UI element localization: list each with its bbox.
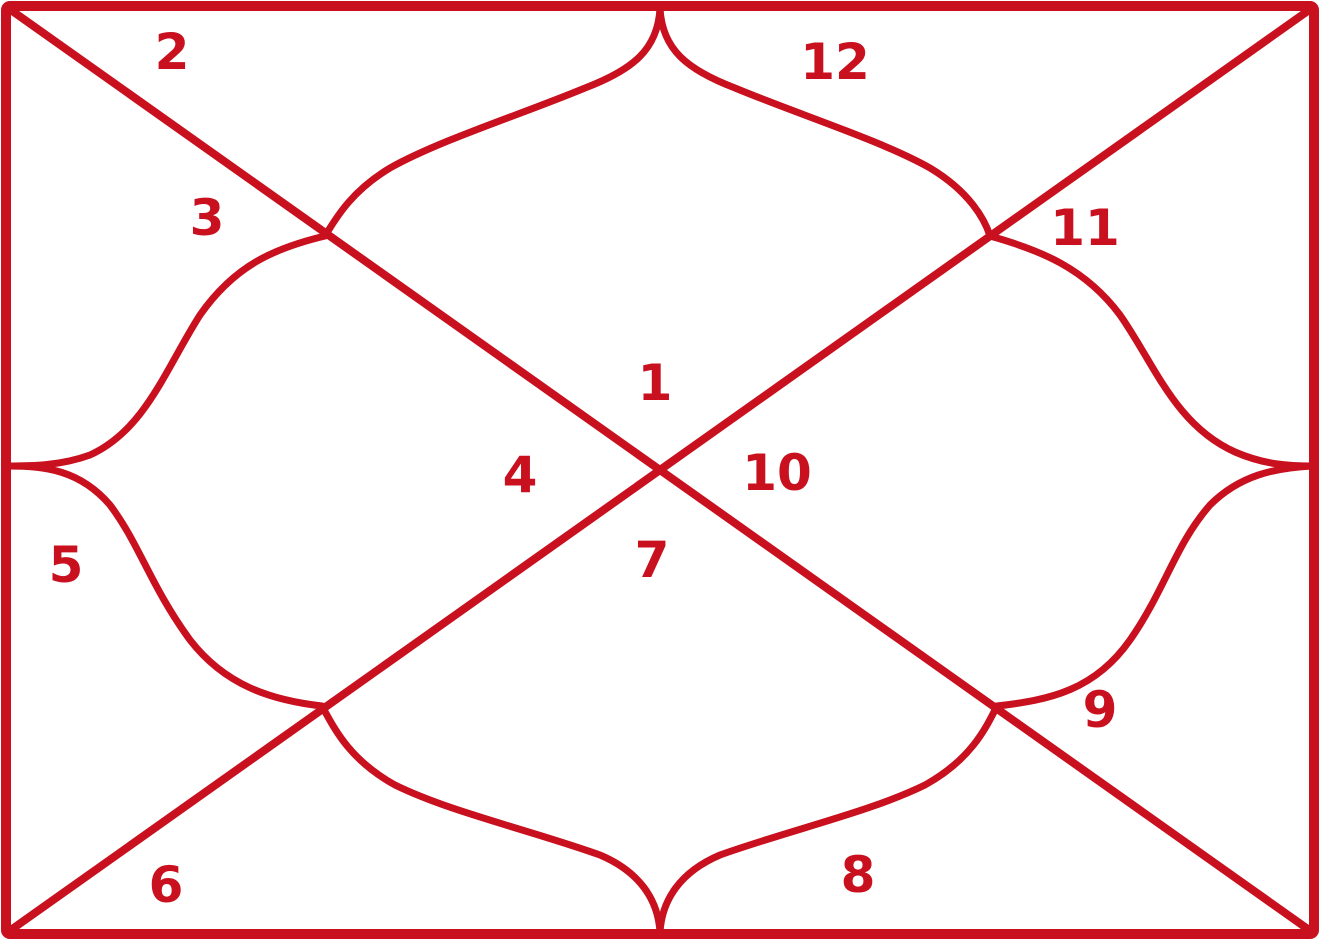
house-number-11: 11 — [1050, 199, 1120, 257]
diagonal-line-2 — [4, 4, 1316, 936]
house-number-4: 4 — [503, 446, 538, 504]
curved-diamond-top — [321, 4, 994, 240]
house-number-12: 12 — [800, 33, 870, 91]
house-number-2: 2 — [155, 23, 190, 81]
curved-diamond-left — [4, 232, 329, 710]
house-number-6: 6 — [149, 856, 184, 914]
curved-diamond-bottom — [318, 702, 1001, 936]
curved-diamond-right — [986, 232, 1316, 710]
house-number-10: 10 — [742, 444, 812, 502]
house-number-8: 8 — [841, 846, 876, 904]
house-number-1: 1 — [638, 354, 673, 412]
house-number-3: 3 — [190, 189, 225, 247]
house-number-5: 5 — [49, 536, 84, 594]
house-number-7: 7 — [635, 531, 670, 589]
house-number-9: 9 — [1083, 681, 1118, 739]
